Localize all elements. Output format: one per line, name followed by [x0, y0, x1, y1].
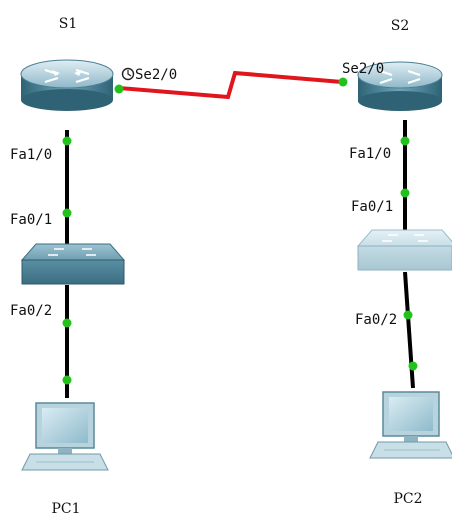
port-light	[114, 84, 124, 94]
port-label-sw2-up: Fa0/1	[351, 199, 393, 215]
port-label-s2-fa: Fa1/0	[349, 146, 391, 162]
port-label-sw2-down: Fa0/2	[355, 312, 397, 328]
port-indicators	[62, 77, 418, 385]
links	[65, 70, 415, 398]
switch-sw2[interactable]	[356, 229, 452, 271]
port-label-sw1-up: Fa0/1	[10, 212, 52, 228]
pc-icon	[369, 391, 452, 459]
port-labels: Se2/0 Se2/0 Fa1/0 Fa0/1 Fa0/2 Fa1/0 Fa0/…	[10, 61, 397, 328]
port-label-s1-serial: Se2/0	[135, 67, 177, 83]
switch-icon	[356, 229, 452, 271]
ethernet-link-sw2-pc2[interactable]	[403, 271, 415, 389]
pc-icon	[21, 402, 109, 471]
pc-pc2[interactable]: PC2	[369, 391, 452, 507]
router-icon	[357, 61, 443, 111]
port-light	[400, 188, 410, 198]
clock-icon	[121, 67, 135, 81]
port-light	[62, 375, 72, 385]
pc-pc1[interactable]: PC1	[21, 402, 109, 517]
port-light	[403, 310, 413, 320]
port-label-s1-fa: Fa1/0	[10, 147, 52, 163]
device-label-s2: S2	[391, 18, 410, 34]
port-label-sw1-down: Fa0/2	[10, 303, 52, 319]
port-light	[400, 136, 410, 146]
port-light	[62, 208, 72, 218]
port-light	[408, 361, 418, 371]
port-light	[62, 318, 72, 328]
device-label-pc1: PC1	[51, 501, 80, 517]
device-label-s1: S1	[59, 16, 78, 32]
switch-icon	[20, 243, 126, 285]
serial-link[interactable]	[118, 70, 343, 100]
switch-sw1[interactable]	[20, 243, 126, 285]
router-icon	[20, 59, 114, 111]
port-label-s2-serial: Se2/0	[342, 61, 384, 77]
port-light	[338, 77, 348, 87]
port-light	[62, 136, 72, 146]
device-label-pc2: PC2	[393, 491, 422, 507]
router-s1[interactable]: S1	[20, 16, 114, 111]
router-s2[interactable]: S2	[357, 18, 443, 111]
